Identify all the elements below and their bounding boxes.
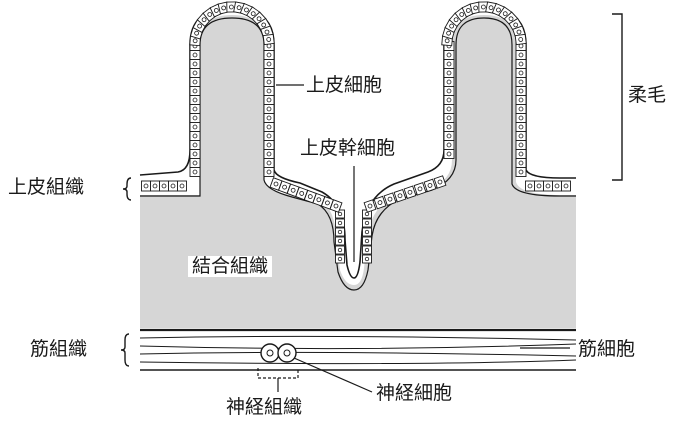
epithelial-cell [264, 51, 274, 60]
epithelial-cell [562, 181, 571, 191]
epithelial-cell [336, 255, 345, 263]
epithelial-cell [516, 150, 526, 159]
label-nerve-cell: 神経細胞 [376, 384, 452, 403]
epithelial-cell [190, 123, 200, 132]
epithelial-cell [363, 255, 372, 263]
epithelial-cell [444, 123, 454, 132]
label-muscle-cell: 筋細胞 [578, 340, 635, 359]
label-nerve-tissue: 神経組織 [226, 398, 302, 417]
epithelial-cell [516, 96, 526, 105]
epithelial-cell [264, 69, 274, 78]
epithelial-cell [151, 181, 160, 191]
epithelial-cell [190, 60, 200, 69]
label-epithelial-cell: 上皮細胞 [306, 76, 382, 95]
epithelial-cell [264, 168, 274, 177]
epithelial-cell [444, 51, 454, 60]
muscle-fiber-line [140, 360, 576, 364]
epithelial-cell [363, 219, 372, 227]
muscle-fiber-line [140, 336, 576, 340]
epithelial-cell [264, 96, 274, 105]
epithelial-cell [160, 181, 169, 191]
epithelial-cell [264, 78, 274, 87]
epithelial-cell [526, 181, 535, 191]
epithelial-cell [142, 181, 151, 191]
epithelial-cell [553, 181, 562, 191]
epithelial-cell [544, 181, 553, 191]
label-muscle-tissue: 筋組織 [30, 340, 87, 359]
epithelial-cell [444, 78, 454, 87]
muscle-fiber-line [140, 352, 576, 356]
epithelial-cell [190, 51, 200, 60]
epithelial-cell [444, 96, 454, 105]
epithelial-cell [374, 196, 386, 208]
epithelial-cell [190, 114, 200, 123]
label-villus: 柔毛 [628, 86, 666, 105]
nerve-cell-body [278, 344, 296, 362]
epithelial-cell [190, 87, 200, 96]
epithelial-tissue-brace [123, 178, 131, 200]
epithelial-cell [516, 168, 526, 177]
epithelial-cell [516, 51, 526, 60]
epithelial-cell [264, 114, 274, 123]
epithelial-cell [363, 228, 372, 236]
epithelial-cell [190, 105, 200, 114]
epithelial-cell [535, 181, 544, 191]
epithelial-cell [169, 181, 178, 191]
epithelial-cell [190, 96, 200, 105]
epithelial-cell [264, 123, 274, 132]
epithelial-cell [190, 78, 200, 87]
epithelial-cell [264, 87, 274, 96]
muscle-tissue-brace [121, 334, 129, 366]
epithelial-cell [444, 87, 454, 96]
epithelial-cell [515, 34, 526, 44]
epithelial-cell [444, 105, 454, 114]
epithelial-cell [190, 168, 200, 177]
epithelial-cell [516, 78, 526, 87]
epithelial-cell [516, 159, 526, 168]
epithelial-cell [516, 132, 526, 141]
epithelial-cell [190, 159, 200, 168]
epithelial-cell [516, 123, 526, 132]
epithelial-cell [264, 132, 274, 141]
villus-bracket [612, 14, 622, 180]
epithelial-cell [516, 60, 526, 69]
epithelial-cell [190, 150, 200, 159]
epithelial-cell [264, 60, 274, 69]
epithelial-cell [336, 219, 345, 227]
epithelial-cell [178, 181, 187, 191]
epithelial-cell [444, 114, 454, 123]
epithelial-cell [336, 246, 345, 254]
nerve-cell-body [261, 344, 279, 362]
epithelial-cell [264, 105, 274, 114]
epithelial-cell [444, 132, 454, 141]
epithelial-cell [336, 237, 345, 245]
epithelial-cell [444, 69, 454, 78]
label-epithelial-stem-cell: 上皮幹細胞 [296, 138, 399, 159]
epithelial-cell [336, 228, 345, 236]
epithelial-cell [190, 141, 200, 150]
muscle-fiber-line [140, 344, 576, 349]
epithelial-cell [516, 105, 526, 114]
connective-tissue-region [140, 15, 576, 328]
label-connective-tissue: 結合組織 [188, 256, 272, 277]
epithelial-cell [363, 237, 372, 245]
epithelial-cell [264, 141, 274, 150]
epithelial-cell [190, 132, 200, 141]
epithelial-cell [516, 69, 526, 78]
epithelial-cell [444, 150, 454, 159]
epithelial-cell [516, 114, 526, 123]
epithelial-cell [444, 60, 454, 69]
epithelial-cell [444, 141, 454, 150]
label-epithelial-tissue: 上皮組織 [8, 178, 84, 197]
epithelial-cell [190, 69, 200, 78]
epithelial-cell [516, 141, 526, 150]
epithelial-cell [264, 150, 274, 159]
epithelial-cell [363, 246, 372, 254]
epithelial-cell [263, 34, 274, 44]
epithelial-cell [264, 159, 274, 168]
epithelial-cell [516, 87, 526, 96]
